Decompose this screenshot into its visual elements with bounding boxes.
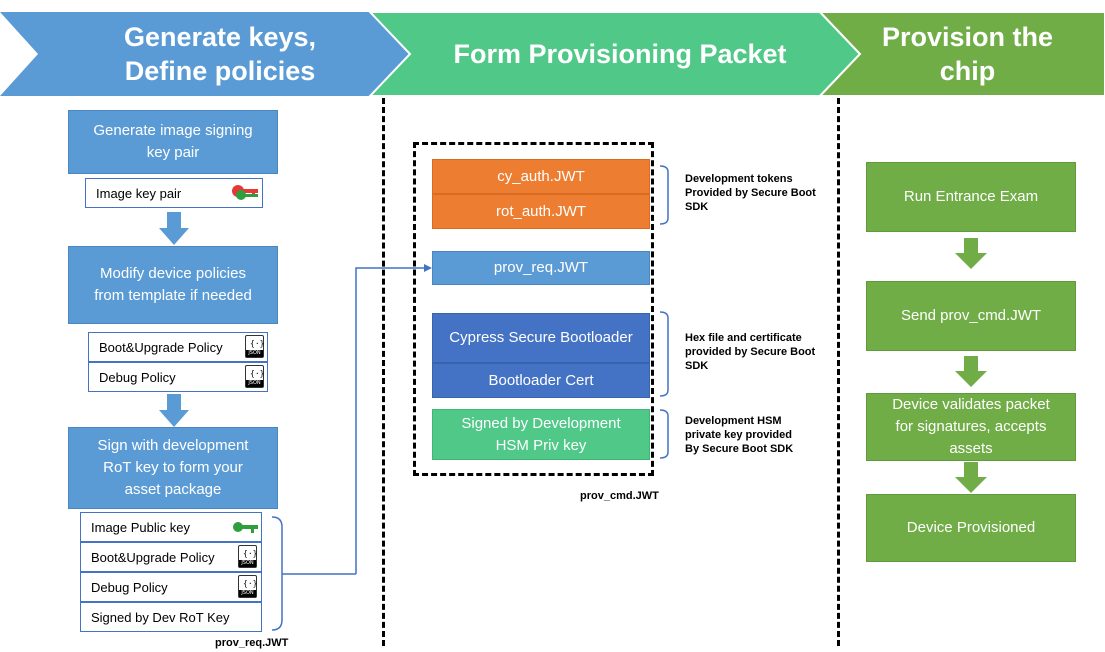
hex-note-line3: SDK xyxy=(685,360,709,372)
device-provisioned-label: Device Provisioned xyxy=(906,519,1036,536)
arrow-down-5 xyxy=(955,462,987,493)
hsm-note: Development HSM private key provided By … xyxy=(685,414,835,456)
debug-policy-item: Debug Policy xyxy=(88,362,268,392)
device-validates-line3: assets xyxy=(949,440,993,457)
header-form-packet-text: Form Provisioning Packet xyxy=(453,39,787,69)
generate-signing-key-line1: Generate image signing xyxy=(93,122,253,139)
send-prov-cmd-label: Send prov_cmd.JWT xyxy=(900,307,1042,324)
generate-signing-key-box: Generate image signing key pair xyxy=(68,110,278,174)
pkg-debug-policy-label: Debug Policy xyxy=(91,579,168,595)
run-entrance-exam-box: Run Entrance Exam xyxy=(866,162,1076,232)
hsm-note-line2: private key provided xyxy=(685,429,792,441)
header-provision-chip-line1: Provision the xyxy=(881,22,1054,52)
header-chevrons xyxy=(0,11,1105,97)
device-validates-box: Device validates packet for signatures, … xyxy=(866,393,1076,461)
prov-req-box-label: prov_req.JWT xyxy=(493,259,589,276)
hex-note: Hex file and certificate provided by Sec… xyxy=(685,331,835,373)
sign-dev-rot-line1: Sign with development xyxy=(97,437,249,454)
secure-bootloader-box: Cypress Secure Bootloader xyxy=(432,313,650,363)
arrow-down-2 xyxy=(159,394,189,427)
boot-upgrade-policy-label: Boot&Upgrade Policy xyxy=(99,339,223,355)
debug-policy-label: Debug Policy xyxy=(99,369,176,385)
sign-dev-rot-line2: RoT key to form your xyxy=(103,459,243,476)
tokens-note-line2: Provided by Secure Boot xyxy=(685,187,816,199)
device-validates-line1: Device validates packet xyxy=(892,396,1050,413)
signed-hsm-line2: HSM Priv key xyxy=(495,436,587,454)
arrow-down-1 xyxy=(159,212,189,245)
signed-hsm-line1: Signed by Development xyxy=(461,414,621,432)
json-file-icon: {·}JSON xyxy=(245,335,264,358)
pkg-image-public-key-label: Image Public key xyxy=(91,519,190,535)
header-generate-keys-line2: Define policies xyxy=(124,56,316,86)
image-key-pair-label: Image key pair xyxy=(96,185,182,201)
hex-bracket xyxy=(659,311,669,397)
separator-left xyxy=(382,98,385,646)
prov-cmd-packet-label: prov_cmd.JWT xyxy=(580,490,659,502)
hex-note-line1: Hex file and certificate xyxy=(685,332,802,344)
pkg-signed-dev-rot-label: Signed by Dev RoT Key xyxy=(91,609,230,625)
prov-req-package-label: prov_req.JWT xyxy=(215,637,289,649)
tokens-note: Development tokens Provided by Secure Bo… xyxy=(685,172,835,214)
tokens-note-line1: Development tokens xyxy=(685,173,793,185)
modify-policies-line1: Modify device policies xyxy=(100,265,246,282)
run-entrance-exam-label: Run Entrance Exam xyxy=(903,188,1039,205)
rot-auth-label: rot_auth.JWT xyxy=(495,202,587,220)
connector-line xyxy=(355,267,428,574)
header1-chevron xyxy=(0,12,410,96)
pkg-boot-upgrade-policy: Boot&Upgrade Policy xyxy=(80,542,262,572)
pkg-image-public-key: Image Public key xyxy=(80,512,262,542)
hsm-note-line1: Development HSM xyxy=(685,415,782,427)
json-file-icon: {·}JSON xyxy=(238,545,257,568)
header3-chevron xyxy=(817,11,1105,97)
hsm-bracket xyxy=(659,409,669,459)
device-validates-line2: for signatures, accepts xyxy=(895,418,1047,435)
header-provision-chip: Provision the chip xyxy=(860,12,1075,96)
header-generate-keys: Generate keys, Define policies xyxy=(60,12,380,96)
signed-hsm-box: Signed by Development HSM Priv key xyxy=(432,409,650,460)
pkg-debug-policy: Debug Policy xyxy=(80,572,262,602)
json-file-icon: {·}JSON xyxy=(245,365,264,388)
separator-right xyxy=(837,98,840,646)
secure-bootloader-label: Cypress Secure Bootloader xyxy=(449,329,633,346)
modify-policies-box: Modify device policies from template if … xyxy=(68,246,278,324)
hsm-note-line3: By Secure Boot SDK xyxy=(685,443,794,455)
header-form-packet: Form Provisioning Packet xyxy=(415,12,825,96)
prov-req-box: prov_req.JWT xyxy=(432,251,650,285)
boot-upgrade-policy-item: Boot&Upgrade Policy xyxy=(88,332,268,362)
device-provisioned-box: Device Provisioned xyxy=(866,494,1076,562)
generate-signing-key-line2: key pair xyxy=(146,144,200,161)
arrow-down-3 xyxy=(955,238,987,269)
pkg-signed-dev-rot: Signed by Dev RoT Key xyxy=(80,602,262,632)
header-generate-keys-line1: Generate keys, xyxy=(123,22,317,52)
send-prov-cmd-box: Send prov_cmd.JWT xyxy=(866,281,1076,351)
bootloader-cert-box: Bootloader Cert xyxy=(432,363,650,398)
sign-dev-rot-line3: asset package xyxy=(124,481,222,498)
package-bracket xyxy=(271,516,283,631)
red-green-key-pair-icon xyxy=(232,185,258,200)
rot-auth-box: rot_auth.JWT xyxy=(432,194,650,229)
connector-arrowhead xyxy=(424,264,432,272)
arrow-down-4 xyxy=(955,356,987,387)
pkg-boot-upgrade-policy-label: Boot&Upgrade Policy xyxy=(91,549,215,565)
header-provision-chip-line2: chip xyxy=(939,56,996,86)
tokens-bracket xyxy=(659,165,669,225)
packet-dashed-frame xyxy=(413,142,654,476)
modify-policies-line2: from template if needed xyxy=(94,287,252,304)
sign-dev-rot-box: Sign with development RoT key to form yo… xyxy=(68,427,278,509)
cy-auth-box: cy_auth.JWT xyxy=(432,159,650,194)
cy-auth-label: cy_auth.JWT xyxy=(497,167,585,185)
bootloader-cert-label: Bootloader Cert xyxy=(488,371,594,389)
hex-note-line2: provided by Secure Boot xyxy=(685,346,816,358)
green-key-icon xyxy=(233,522,258,533)
json-file-icon: {·}JSON xyxy=(238,575,257,598)
tokens-note-line3: SDK xyxy=(685,201,709,213)
